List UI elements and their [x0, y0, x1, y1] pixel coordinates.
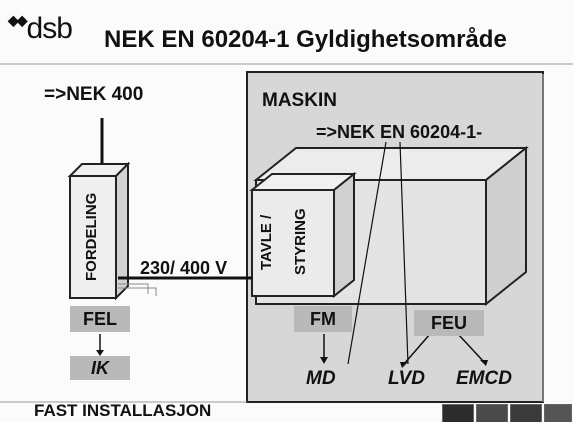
feu-box: FEU — [414, 310, 484, 336]
ik-label: IK — [91, 358, 109, 378]
thumbnail-image-3 — [510, 404, 542, 422]
fel-label: FEL — [83, 309, 117, 329]
nek400-label: =>NEK 400 — [44, 84, 144, 105]
feu-emcd-line — [457, 333, 485, 363]
emcd-label: EMCD — [456, 368, 512, 389]
feu-emcd-arrowhead — [480, 360, 488, 366]
fast-installasjon-label: FAST INSTALLASJON — [34, 401, 212, 420]
thumbnail-image-2 — [476, 404, 508, 422]
tavle-box-side — [333, 171, 355, 299]
feu-label: FEU — [431, 313, 467, 333]
fordeling-box-front — [69, 175, 117, 299]
logo-mark: ◆◆ — [8, 12, 27, 28]
fm-md-arrowhead — [320, 357, 328, 364]
voltage-label: 230/ 400 V — [140, 258, 228, 278]
nek60204-label: =>NEK EN 60204-1- — [316, 122, 483, 142]
cable-thin-2 — [118, 287, 157, 296]
thumbnail-image-4 — [544, 404, 572, 422]
ik-box: IK — [70, 356, 130, 380]
fordeling-label: FORDELING — [83, 192, 100, 282]
thumbnail-image-1 — [442, 404, 474, 422]
fm-label: FM — [310, 309, 336, 329]
feu-lvd-arrowhead — [400, 362, 408, 368]
logo-text: dsb — [26, 12, 73, 45]
tavle-box-front — [251, 189, 335, 297]
md-label: MD — [306, 368, 336, 389]
dsb-logo: ◆◆ dsb — [8, 12, 73, 46]
tavle-label-line1: TAVLE / — [258, 214, 275, 270]
page-title: NEK EN 60204-1 Gyldighetsområde — [104, 26, 507, 53]
cable-thin-1 — [118, 283, 149, 294]
nek-lvd-line — [399, 141, 409, 365]
nek-md-line — [347, 141, 387, 365]
fel-ik-arrowhead — [96, 350, 104, 356]
fel-box: FEL — [70, 306, 130, 332]
maskin-label: MASKIN — [262, 90, 337, 111]
lvd-label: LVD — [388, 368, 425, 389]
fm-box: FM — [294, 306, 352, 332]
feu-lvd-line — [403, 333, 431, 365]
tavle-label-line2: STYRING — [292, 208, 309, 276]
